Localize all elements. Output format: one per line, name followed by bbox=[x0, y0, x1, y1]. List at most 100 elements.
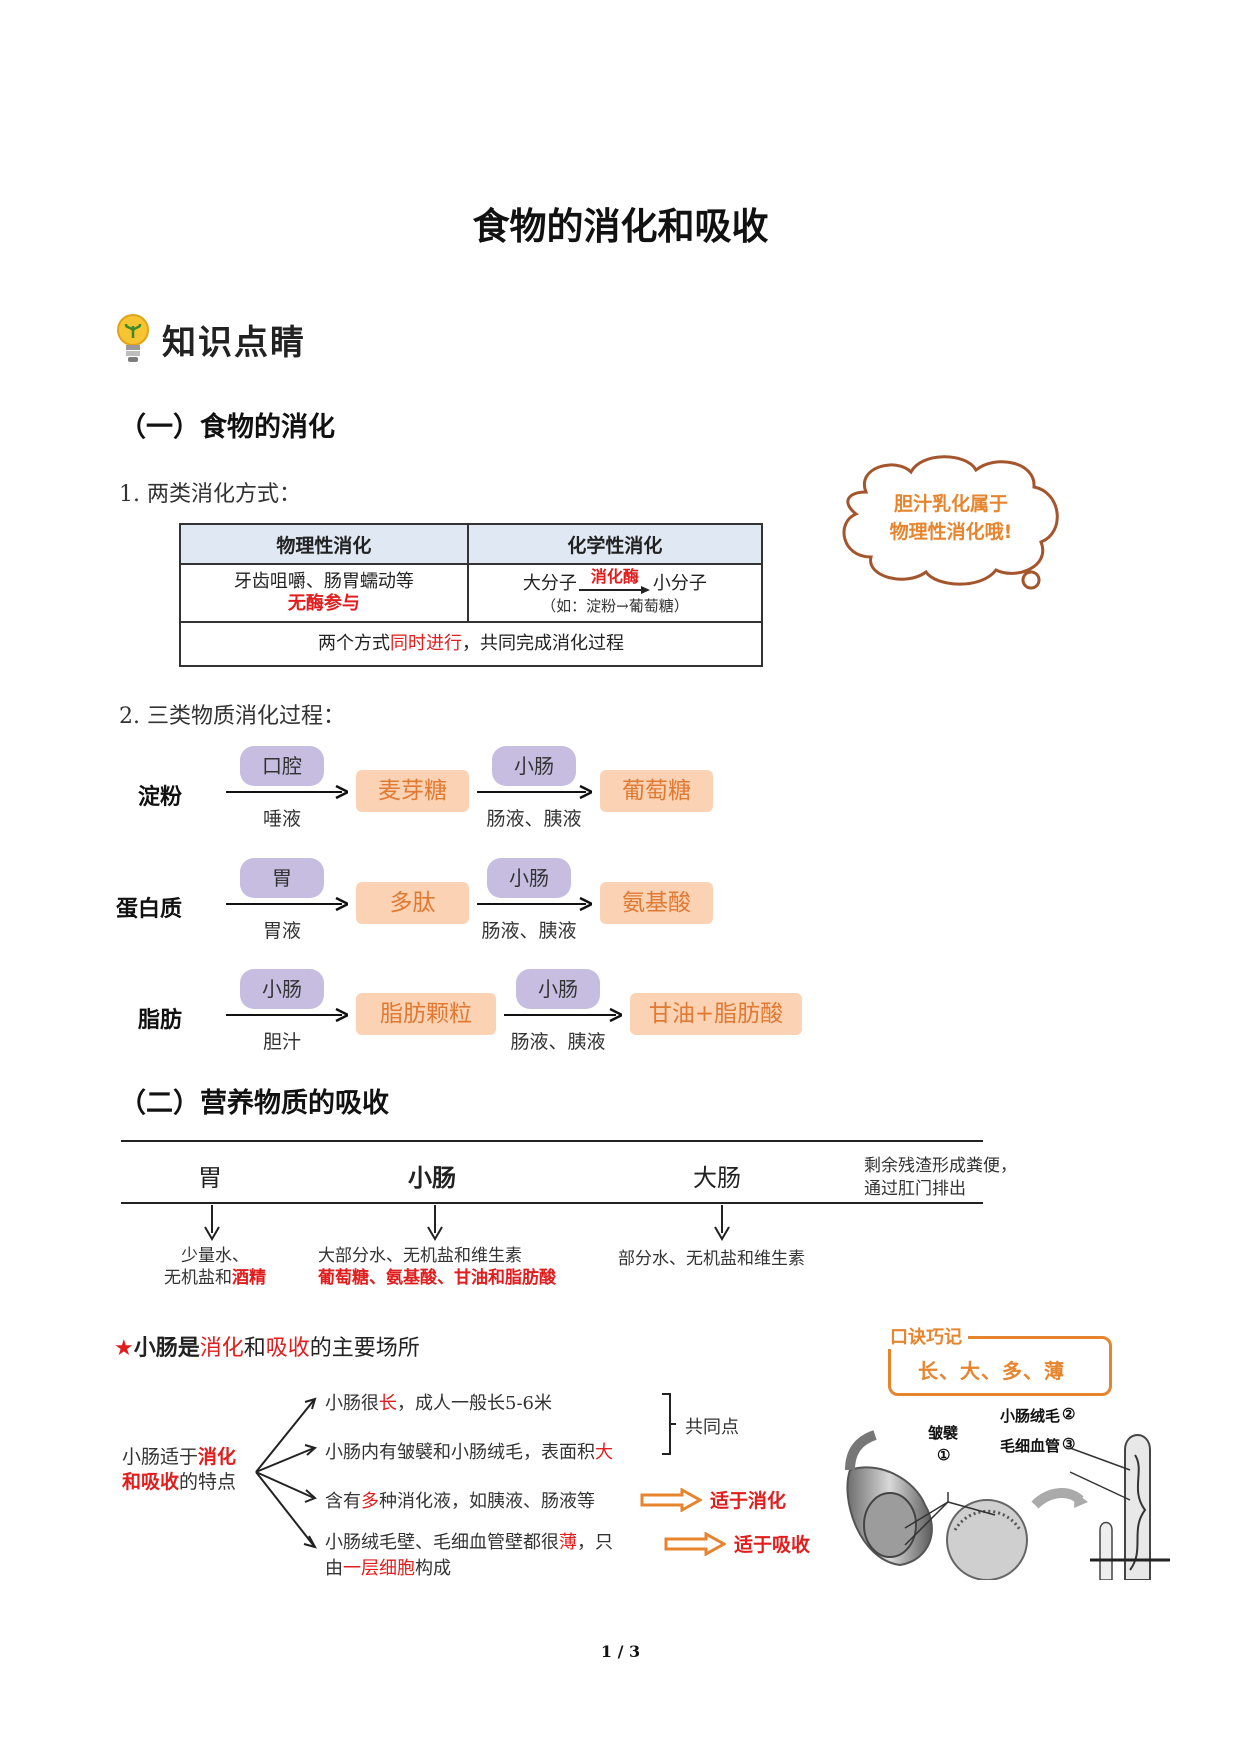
star-icon: ★ bbox=[114, 1336, 134, 1361]
combined-post: ，共同完成消化过程 bbox=[462, 633, 624, 654]
organ-large-intestine: 大肠 bbox=[693, 1164, 741, 1192]
subheading-three-processes: 2. 三类物质消化过程： bbox=[119, 704, 345, 729]
absorption-arrows bbox=[204, 1205, 730, 1241]
chemical-example: （如：淀粉→葡萄糖） bbox=[541, 597, 689, 615]
organ-badge: 口腔 bbox=[240, 746, 324, 786]
left-red2: 和吸收 bbox=[122, 1471, 180, 1493]
chemical-equation: 大分子 消化酶 小分子 bbox=[470, 569, 760, 595]
substance-label: 淀粉 bbox=[137, 784, 182, 810]
product-box: 脂肪颗粒 bbox=[356, 993, 496, 1035]
organ-stomach: 胃 bbox=[198, 1164, 222, 1192]
big-molecule: 大分子 bbox=[522, 573, 577, 594]
combined-row: 两个方式同时进行，共同完成消化过程 bbox=[179, 621, 763, 667]
thought-bubble-icon bbox=[842, 455, 1059, 590]
combined-pre: 两个方式 bbox=[318, 633, 390, 654]
branch-arrows bbox=[255, 1397, 318, 1549]
feature-area-red: 大 bbox=[595, 1442, 613, 1463]
digestion-methods-table: 物理性消化 化学性消化 牙齿咀嚼、肠胃蠕动等 无酶参与 大分子 消化酶 小分子 … bbox=[179, 523, 764, 667]
arrow-right-icon bbox=[477, 785, 592, 799]
juice-label: 唾液 bbox=[262, 808, 301, 830]
page-number: 1 / 3 bbox=[600, 1642, 641, 1661]
feature-many-juices: 含有多种消化液，如胰液、肠液等 bbox=[325, 1491, 595, 1512]
juice-label: 肠液、胰液 bbox=[510, 1031, 606, 1053]
subheading-two-methods: 1. 两类消化方式： bbox=[119, 482, 301, 507]
bubble-line-1: 胆汁乳化属于 bbox=[893, 493, 1008, 515]
feature-thin-wall: 小肠绒毛壁、毛细血管壁都很薄，只 由一层细胞构成 bbox=[325, 1532, 613, 1579]
feature-long-red: 长 bbox=[379, 1393, 397, 1414]
arrow-down-icon bbox=[204, 1205, 220, 1241]
small-line-1: 大部分水、无机盐和维生素 bbox=[318, 1246, 522, 1266]
common-label: 共同点 bbox=[685, 1417, 739, 1438]
product-box: 葡萄糖 bbox=[600, 770, 713, 812]
product-box: 甘油+脂肪酸 bbox=[630, 993, 802, 1035]
stomach-absorbs: 少量水、 无机盐和酒精 bbox=[145, 1245, 285, 1289]
physical-no-enzyme: 无酶参与 bbox=[287, 593, 360, 614]
label-fold-number: ① bbox=[937, 1446, 951, 1464]
label-capillary-number: ③ bbox=[1062, 1435, 1076, 1453]
label-villus-number: ② bbox=[1062, 1405, 1076, 1423]
arrow-right-icon bbox=[578, 586, 650, 594]
left-red1: 消化 bbox=[198, 1446, 237, 1468]
substance-label: 蛋白质 bbox=[115, 896, 182, 922]
stomach-alcohol: 酒精 bbox=[232, 1268, 266, 1288]
enzyme-label: 消化酶 bbox=[590, 567, 639, 586]
bubble-text: 胆汁乳化属于 物理性消化哦! bbox=[856, 490, 1046, 546]
combined-red: 同时进行 bbox=[390, 633, 462, 654]
star-digestion: 消化 bbox=[199, 1336, 244, 1361]
hollow-arrow-icon bbox=[664, 1532, 726, 1556]
stomach-line-1: 少量水、 bbox=[181, 1246, 249, 1266]
star-a: 小肠是 bbox=[133, 1336, 200, 1361]
small-line-2: 葡萄糖、氨基酸、甘油和脂肪酸 bbox=[318, 1268, 556, 1288]
result-absorption: 适于吸收 bbox=[734, 1534, 811, 1556]
juice-label: 胆汁 bbox=[262, 1031, 301, 1053]
organ-small-intestine: 小肠 bbox=[408, 1163, 456, 1192]
knowledge-banner: 知识点睛 bbox=[112, 312, 306, 366]
table-header-chemical: 化学性消化 bbox=[466, 523, 764, 565]
remain-text: 剩余残渣形成粪便， 通过肛门排出 bbox=[864, 1155, 1017, 1201]
divider-top bbox=[121, 1140, 983, 1142]
small-molecule: 小分子 bbox=[652, 573, 707, 594]
substance-label: 脂肪 bbox=[137, 1007, 182, 1033]
hollow-arrow-icon bbox=[640, 1488, 702, 1512]
arrow-right-icon bbox=[477, 897, 592, 911]
label-capillary: 毛细血管 bbox=[1000, 1437, 1061, 1455]
small-intestine-absorbs: 大部分水、无机盐和维生素 葡萄糖、氨基酸、甘油和脂肪酸 bbox=[318, 1245, 588, 1289]
feature-thin-red: 薄 bbox=[559, 1532, 577, 1553]
feature-one-layer-red: 一层细胞 bbox=[343, 1558, 415, 1579]
organ-badge: 小肠 bbox=[240, 969, 324, 1009]
star-and: 和 bbox=[243, 1336, 266, 1361]
chemical-cell: 大分子 消化酶 小分子 （如：淀粉→葡萄糖） bbox=[466, 563, 764, 623]
banner-text: 知识点睛 bbox=[162, 322, 306, 363]
arrow-right-icon bbox=[226, 897, 348, 911]
table-header-physical: 物理性消化 bbox=[179, 523, 469, 565]
left-pre: 小肠适于 bbox=[122, 1446, 199, 1468]
juice-label: 胃液 bbox=[262, 920, 301, 942]
result-digestion: 适于消化 bbox=[710, 1490, 787, 1512]
remain-line-2: 通过肛门排出 bbox=[864, 1179, 966, 1199]
page-title: 食物的消化和吸收 bbox=[472, 204, 769, 248]
mnemonic-body: 长、大、多、薄 bbox=[918, 1359, 1065, 1383]
label-villus: 小肠绒毛 bbox=[1000, 1407, 1061, 1425]
product-box: 氨基酸 bbox=[600, 882, 713, 924]
star-e: 的主要场所 bbox=[309, 1336, 420, 1361]
arrow-right-icon bbox=[226, 1008, 348, 1022]
juice-label: 肠液、胰液 bbox=[486, 808, 582, 830]
star-statement: ★小肠是消化和吸收的主要场所 bbox=[114, 1330, 420, 1362]
large-intestine-absorbs: 部分水、无机盐和维生素 bbox=[618, 1249, 805, 1269]
physical-desc: 牙齿咀嚼、肠胃蠕动等 bbox=[233, 571, 414, 592]
section-heading-digestion: （一）食物的消化 bbox=[119, 412, 335, 443]
section-heading-absorption: （二）营养物质的吸收 bbox=[119, 1088, 389, 1119]
arrow-down-icon bbox=[714, 1205, 730, 1241]
juice-label: 肠液、胰液 bbox=[481, 920, 577, 942]
product-box: 麦芽糖 bbox=[356, 770, 469, 812]
organ-badge: 小肠 bbox=[492, 746, 576, 786]
arrow-down-icon bbox=[427, 1205, 443, 1241]
enzyme-arrow: 消化酶 bbox=[578, 567, 651, 595]
star-absorption: 吸收 bbox=[265, 1336, 310, 1361]
arrow-right-icon bbox=[226, 785, 348, 799]
bracket-icon bbox=[662, 1393, 676, 1455]
arrow-right-icon bbox=[504, 1008, 622, 1022]
small-intestine-diagram bbox=[845, 1430, 1170, 1580]
organ-badge: 小肠 bbox=[487, 858, 571, 898]
organ-badge: 小肠 bbox=[516, 969, 600, 1009]
